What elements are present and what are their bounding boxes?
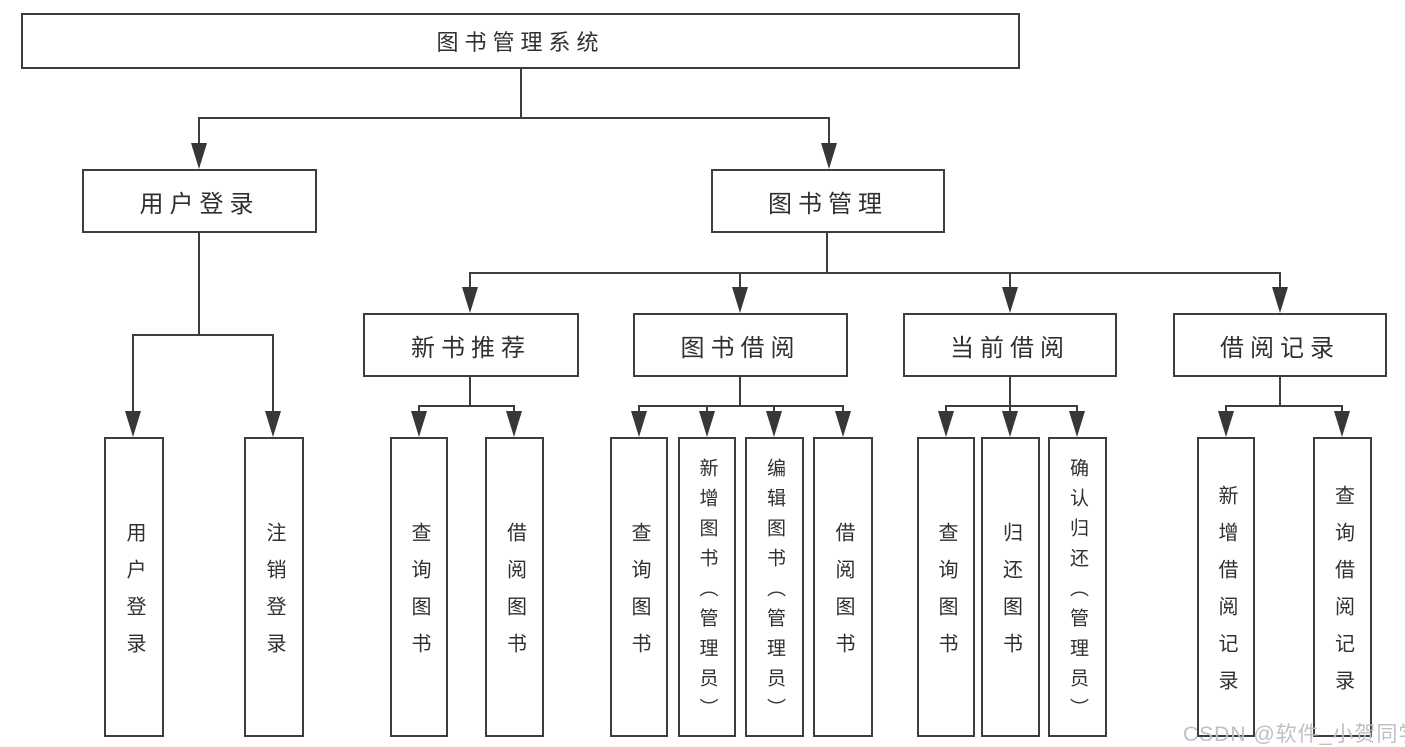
node-label: 归还图书	[999, 521, 1022, 670]
arrow-down-icon	[265, 411, 281, 437]
node-library-management-system: 图书管理系统	[21, 13, 1020, 69]
arrow-down-icon	[821, 143, 837, 169]
node-label: 注销登录	[263, 521, 285, 670]
connector-line	[272, 334, 274, 415]
connector-line	[469, 272, 1281, 274]
connector-line	[773, 405, 775, 415]
leaf-records-query-borrow-record: 查询借阅记录	[1313, 437, 1372, 737]
connector-line	[1009, 377, 1011, 407]
connector-line	[1225, 405, 1227, 415]
connector-line	[706, 405, 708, 415]
connector-line	[1279, 272, 1281, 291]
connector-line	[1076, 405, 1078, 415]
watermark: CSDN @软件_小贺同学	[1183, 723, 1405, 746]
connector-line	[418, 405, 420, 415]
arrow-down-icon	[462, 287, 478, 313]
connector-line	[945, 405, 947, 415]
node-book-borrowing: 图书借阅	[633, 313, 848, 377]
connector-line	[198, 117, 200, 147]
arrow-down-icon	[1334, 411, 1350, 437]
node-label: 当前借阅	[950, 334, 1070, 362]
arrow-down-icon	[766, 411, 782, 437]
connector-line	[1009, 272, 1011, 291]
leaf-borrow-borrow-books: 借阅图书	[813, 437, 873, 737]
node-label: 借阅记录	[1220, 334, 1340, 362]
node-label: 用户登录	[123, 521, 145, 670]
arrow-down-icon	[411, 411, 427, 437]
arrow-down-icon	[938, 411, 954, 437]
node-label: 图书管理系统	[436, 30, 605, 55]
leaf-user-login: 用户登录	[104, 437, 164, 737]
leaf-records-add-borrow-record: 新增借阅记录	[1197, 437, 1255, 737]
node-label: 查询图书	[408, 521, 430, 670]
arrow-down-icon	[1069, 411, 1085, 437]
node-label: 借阅图书	[832, 521, 854, 670]
arrow-down-icon	[631, 411, 647, 437]
leaf-current-confirm-return-admin: 确认归还（管理员）	[1048, 437, 1107, 737]
connector-line	[1009, 405, 1011, 415]
connector-line	[418, 405, 515, 407]
leaf-current-return-books: 归还图书	[981, 437, 1040, 737]
leaf-borrow-query-books: 查询图书	[610, 437, 668, 737]
node-label: 确认归还（管理员）	[1067, 457, 1088, 728]
leaf-recommend-borrow-books: 借阅图书	[485, 437, 544, 737]
arrow-down-icon	[125, 411, 141, 437]
node-label: 图书管理	[768, 190, 888, 218]
connector-line	[132, 334, 274, 336]
node-label: 用户登录	[139, 190, 260, 218]
connector-line	[739, 272, 741, 291]
connector-line	[1279, 377, 1281, 407]
arrow-down-icon	[1002, 287, 1018, 313]
arrow-down-icon	[1218, 411, 1234, 437]
node-label: 查询图书	[935, 521, 957, 670]
connector-line	[826, 233, 828, 274]
connector-line	[945, 405, 1078, 407]
connector-line	[469, 272, 471, 291]
leaf-current-query-books: 查询图书	[917, 437, 975, 737]
node-user-login: 用户登录	[82, 169, 317, 233]
node-new-book-recommendation: 新书推荐	[363, 313, 579, 377]
arrow-down-icon	[732, 287, 748, 313]
node-label: 查询借阅记录	[1331, 484, 1354, 707]
arrow-down-icon	[699, 411, 715, 437]
node-label: 新增借阅记录	[1215, 484, 1237, 707]
connector-line	[828, 117, 830, 147]
connector-line	[842, 405, 844, 415]
connector-line	[1225, 405, 1343, 407]
connector-line	[132, 334, 134, 415]
connector-line	[469, 377, 471, 407]
node-label: 新增图书（管理员）	[696, 457, 718, 728]
arrow-down-icon	[1002, 411, 1018, 437]
node-current-borrowing: 当前借阅	[903, 313, 1117, 377]
connector-line	[638, 405, 640, 415]
arrow-down-icon	[835, 411, 851, 437]
connector-line	[739, 377, 741, 407]
connector-line	[198, 233, 200, 336]
node-label: 查询图书	[628, 521, 650, 670]
arrow-down-icon	[1272, 287, 1288, 313]
node-label: 新书推荐	[411, 334, 531, 362]
connector-line	[198, 117, 830, 119]
leaf-borrow-edit-books-admin: 编辑图书（管理员）	[745, 437, 804, 737]
node-borrowing-records: 借阅记录	[1173, 313, 1387, 377]
node-book-management: 图书管理	[711, 169, 945, 233]
arrow-down-icon	[191, 143, 207, 169]
connector-line	[513, 405, 515, 415]
arrow-down-icon	[506, 411, 522, 437]
node-label: 借阅图书	[503, 521, 526, 670]
leaf-borrow-add-books-admin: 新增图书（管理员）	[678, 437, 736, 737]
leaf-recommend-query-books: 查询图书	[390, 437, 448, 737]
connector-line	[638, 405, 844, 407]
connector-line	[520, 67, 522, 119]
node-label: 图书借阅	[680, 334, 801, 362]
node-label: 编辑图书（管理员）	[764, 457, 785, 728]
leaf-logout: 注销登录	[244, 437, 304, 737]
connector-line	[1341, 405, 1343, 415]
